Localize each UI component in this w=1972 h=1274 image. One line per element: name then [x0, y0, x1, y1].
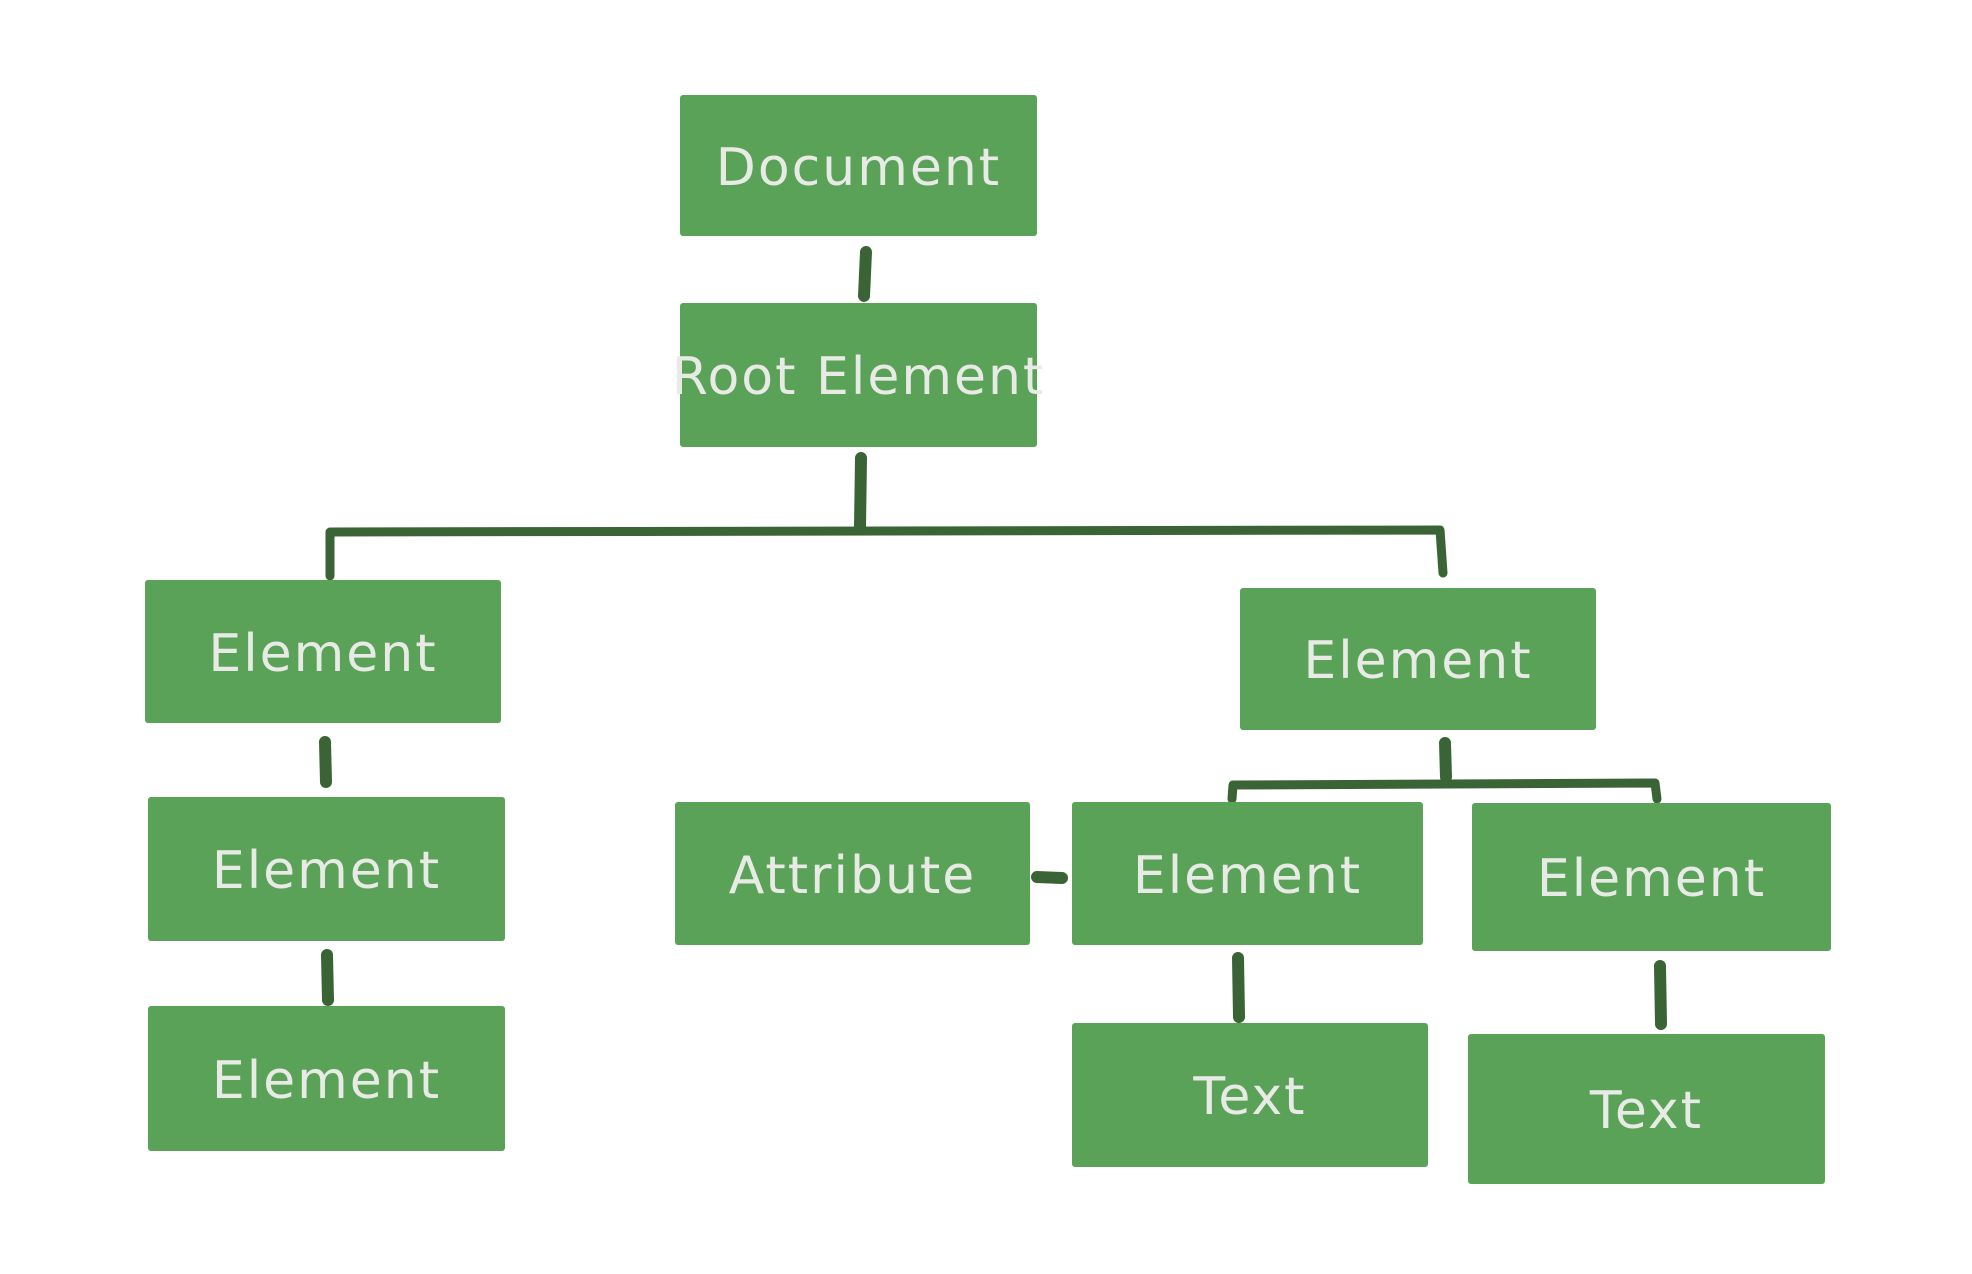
node-text-right-label: Text — [1589, 1081, 1704, 1141]
node-text-right: Text — [1468, 1034, 1825, 1184]
node-element-child-left-label: Element — [1132, 845, 1363, 906]
node-text-left-label: Text — [1193, 1067, 1307, 1127]
node-element-child-right: Element — [1472, 803, 1831, 951]
node-root-element: Root Element — [672, 303, 1043, 447]
node-element-left-1: Element — [145, 580, 501, 723]
edge-root-element-stem — [854, 452, 867, 533]
node-element-right-label: Element — [1303, 631, 1533, 691]
edge-root-element-branch — [325, 525, 1448, 581]
node-element-right: Element — [1240, 588, 1596, 730]
edge-element-child-right-text-right — [1654, 960, 1667, 1030]
node-attribute-label: Attribute — [728, 845, 977, 906]
edge-element-right-stem — [1439, 737, 1452, 783]
node-text-left: Text — [1072, 1023, 1428, 1167]
node-element-left-3: Element — [148, 1006, 505, 1151]
edge-element-right-branch — [1227, 778, 1662, 804]
node-attribute: Attribute — [675, 802, 1030, 945]
node-element-child-left: Element — [1072, 802, 1423, 945]
node-document: Document — [680, 95, 1037, 236]
node-element-left-2: Element — [148, 797, 505, 941]
node-document-label: Document — [715, 137, 1002, 198]
node-root-element-label: Root Element — [671, 347, 1046, 407]
node-element-left-3-label: Element — [211, 1050, 442, 1111]
edge-document-root-element — [858, 246, 872, 302]
edge-element-left-2-element-left-3 — [321, 949, 334, 1006]
edge-element-child-left-text-left — [1232, 952, 1245, 1023]
node-element-left-1-label: Element — [208, 623, 438, 684]
node-element-child-right-label: Element — [1536, 849, 1767, 909]
edge-attribute-element-child-left — [1031, 871, 1068, 884]
edge-element-left-1-element-left-2 — [319, 736, 332, 788]
node-element-left-2-label: Element — [211, 841, 442, 901]
